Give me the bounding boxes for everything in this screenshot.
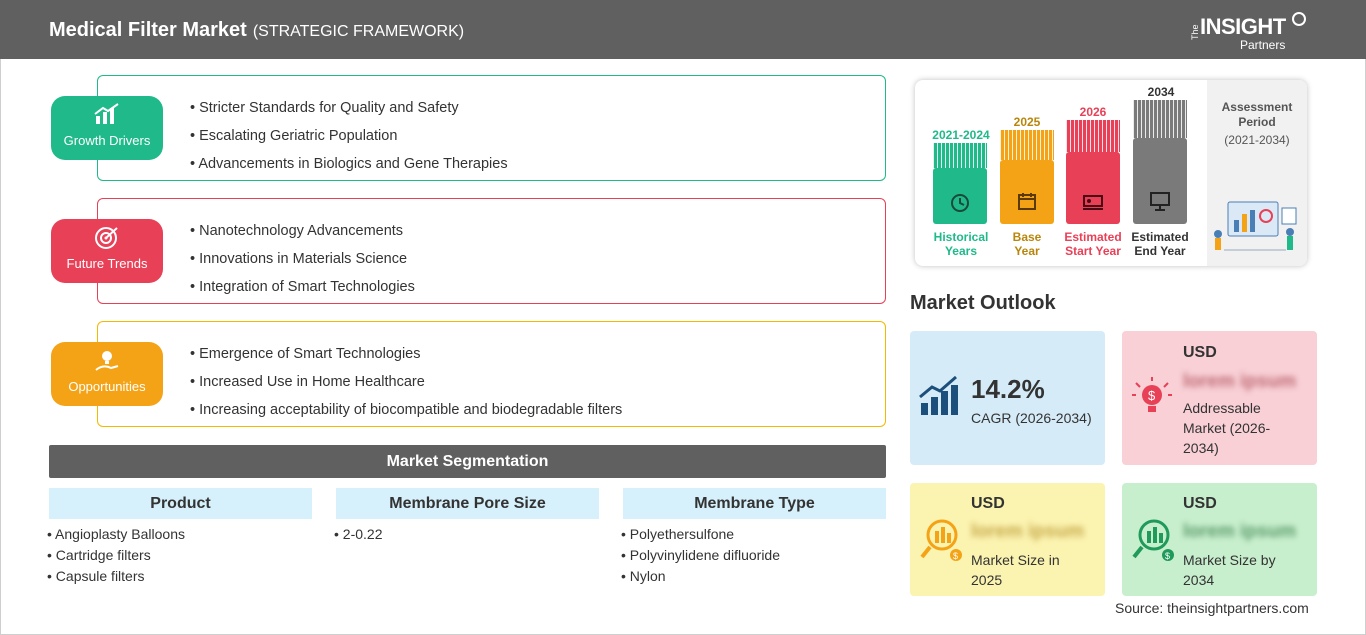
start-stripes xyxy=(1066,120,1120,152)
list-item: Cartridge filters xyxy=(47,545,185,566)
svg-text:$: $ xyxy=(1148,388,1156,403)
list-item: Advancements in Biologics and Gene Thera… xyxy=(190,150,507,178)
segment-list-membrane-type: Polyethersulfone Polyvinylidene difluori… xyxy=(621,524,780,587)
list-item: Increasing acceptability of biocompatibl… xyxy=(190,396,622,424)
market-outlook-title: Market Outlook xyxy=(910,292,1056,314)
segment-list-pore-size: 2-0.22 xyxy=(334,524,383,545)
cagr-label: CAGR (2026-2034) xyxy=(971,410,1092,426)
header-bar: Medical Filter Market(STRATEGIC FRAMEWOR… xyxy=(0,0,1366,59)
company-logo[interactable]: The INSIGHT Partners xyxy=(1190,10,1310,52)
assessment-range: (2021-2034) xyxy=(1224,133,1290,147)
base-stripes xyxy=(1000,130,1054,160)
svg-text:$: $ xyxy=(953,551,958,561)
addressable-value: lorem ipsum xyxy=(1183,371,1296,392)
period-year-historical: 2021-2024 xyxy=(932,128,990,142)
analytics-illustration-icon xyxy=(1214,201,1297,251)
cagr-value: 14.2% xyxy=(971,374,1045,404)
svg-text:$: $ xyxy=(1165,551,1170,561)
historical-stripes xyxy=(933,143,987,168)
opportunities-list: Emergence of Smart Technologies Increase… xyxy=(190,340,622,424)
end-bar xyxy=(1133,138,1187,224)
size2034-usd: USD xyxy=(1183,495,1217,512)
lightbulb-dollar-icon: $ xyxy=(1132,377,1172,412)
size2025-value: lorem ipsum xyxy=(971,521,1084,542)
segment-list-product: Angioplasty Balloons Cartridge filters C… xyxy=(47,524,185,587)
page-subtitle: (STRATEGIC FRAMEWORK) xyxy=(252,23,465,40)
segmentation-title: Market Segmentation xyxy=(49,445,886,478)
list-item: Stricter Standards for Quality and Safet… xyxy=(190,94,508,122)
list-item: Innovations in Materials Science xyxy=(190,245,415,273)
start-bar xyxy=(1066,152,1120,224)
list-item: Emergence of Smart Technologies xyxy=(190,340,622,368)
future-trends-tag: Future Trends xyxy=(51,219,163,283)
page-title: Medical Filter Market(STRATEGIC FRAMEWOR… xyxy=(49,19,465,41)
logo-swoosh-icon xyxy=(1292,12,1306,26)
growth-drivers-card: Growth Drivers Stricter Standards for Qu… xyxy=(51,75,886,181)
list-item: 2-0.22 xyxy=(334,524,383,545)
period-year-start: 2026 xyxy=(1079,105,1107,119)
segment-heading-membrane-type: Membrane Type xyxy=(623,488,886,519)
historical-bar xyxy=(933,168,987,224)
list-item: Capsule filters xyxy=(47,566,185,587)
presentation-screen-icon xyxy=(1150,192,1170,211)
segment-heading-product: Product xyxy=(49,488,312,519)
opportunities-tag: Opportunities xyxy=(51,342,163,406)
list-item: Angioplasty Balloons xyxy=(47,524,185,545)
future-trends-card: Future Trends Nanotechnology Advancement… xyxy=(51,198,886,304)
size2034-value: lorem ipsum xyxy=(1183,521,1296,542)
list-item: Nanotechnology Advancements xyxy=(190,217,415,245)
list-item: Increased Use in Home Healthcare xyxy=(190,368,622,396)
period-year-base: 2025 xyxy=(1013,115,1041,129)
size2025-usd: USD xyxy=(971,495,1005,512)
money-chart-icon: $ xyxy=(920,519,962,561)
calendar-icon xyxy=(1018,193,1036,210)
list-item: Polyethersulfone xyxy=(621,524,780,545)
cagr-card: 14.2% CAGR (2026-2034) xyxy=(910,331,1105,465)
addressable-usd: USD xyxy=(1183,344,1217,361)
source-note: Source: theinsightpartners.com xyxy=(1115,600,1309,616)
base-bar xyxy=(1000,160,1054,224)
growth-drivers-list: Stricter Standards for Quality and Safet… xyxy=(190,94,508,178)
start-machine-icon xyxy=(1083,195,1103,210)
history-clock-icon xyxy=(951,194,969,212)
period-year-end: 2034 xyxy=(1147,85,1175,99)
growth-chart-icon xyxy=(919,375,958,415)
growth-chart-icon xyxy=(94,103,119,124)
growth-drivers-tag: Growth Drivers xyxy=(51,96,163,160)
segment-heading-pore-size: Membrane Pore Size xyxy=(336,488,599,519)
list-item: Nylon xyxy=(621,566,780,587)
list-item: Escalating Geriatric Population xyxy=(190,122,508,150)
money-chart-icon: $ xyxy=(1132,519,1174,561)
end-stripes xyxy=(1133,100,1187,138)
future-trends-list: Nanotechnology Advancements Innovations … xyxy=(190,217,415,301)
list-item: Polyvinylidene difluoride xyxy=(621,545,780,566)
opportunities-card: Opportunities Emergence of Smart Technol… xyxy=(51,321,886,427)
list-item: Integration of Smart Technologies xyxy=(190,273,415,301)
lightbulb-hand-icon xyxy=(95,351,119,371)
target-icon xyxy=(95,227,118,249)
